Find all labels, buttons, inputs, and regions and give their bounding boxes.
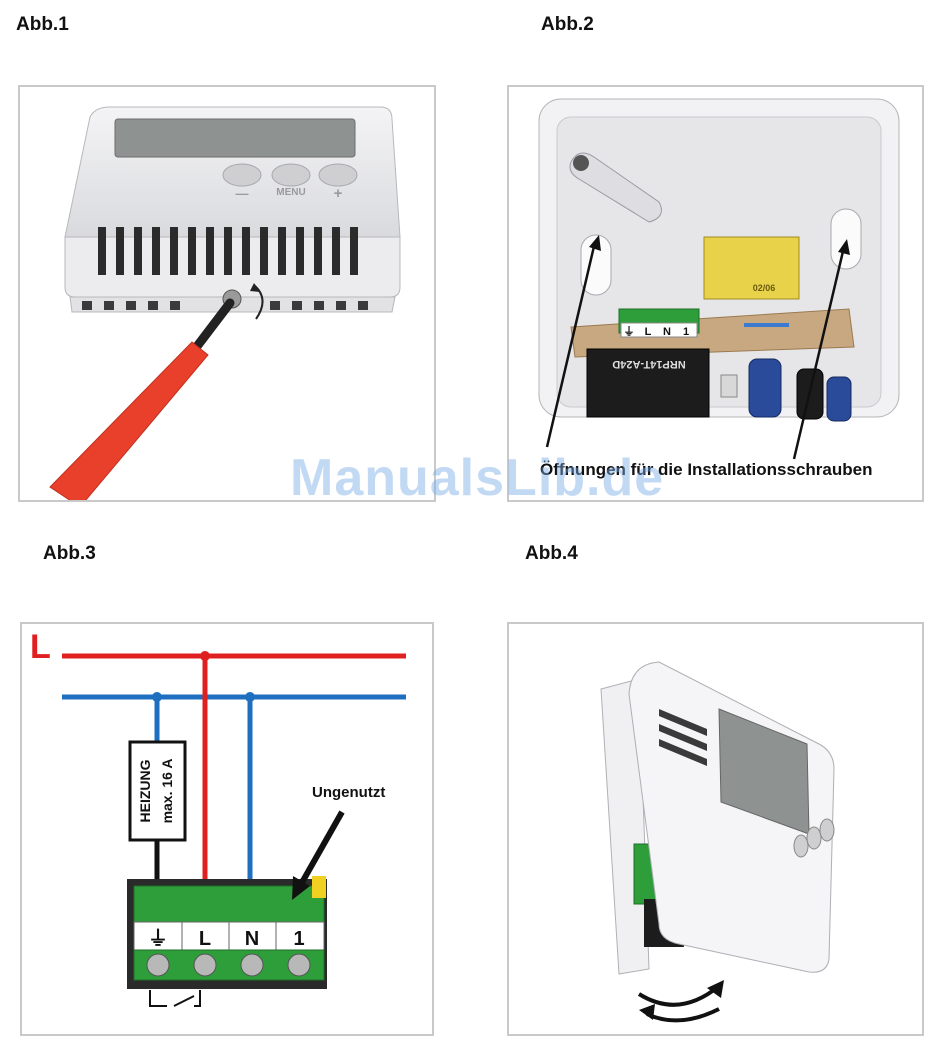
terminal-1: 1 (293, 928, 304, 950)
fig4-illustration (509, 624, 924, 1036)
minus-button-icon (223, 164, 261, 186)
screw-opening-right (831, 209, 861, 269)
vent-slots (98, 227, 358, 275)
line-L-label: L (30, 628, 51, 667)
fig2-terminal-N: N (663, 326, 671, 338)
cap-date: 02/06 (753, 283, 776, 293)
terminal-N: N (245, 928, 259, 950)
terminal-ground: ⏚ (148, 927, 168, 950)
fig4-frame (507, 622, 924, 1036)
heating-max-label: max. 16 A (159, 759, 175, 824)
capacitor-x2 (704, 237, 799, 299)
fig3-frame: HEIZUNG max. 16 A ⏚ L N 1 (20, 622, 434, 1036)
minus-label: — (236, 186, 249, 201)
rotate-arrow-down-icon (639, 1004, 655, 1020)
fig2-caption: Öffnungen für die Installationsschrauben (540, 460, 872, 480)
fig3-diagram: HEIZUNG max. 16 A ⏚ L N 1 (22, 624, 434, 1036)
relay-text: NRP14T-A24D (612, 358, 685, 370)
heating-label: HEIZUNG (137, 759, 153, 822)
fig2-terminal-ground: ⏚ (624, 325, 635, 338)
fig2-label: Abb.2 (541, 14, 594, 36)
fig1-label: Abb.1 (16, 14, 69, 36)
fig2-terminal-L: L (645, 326, 652, 338)
plus-button-icon (319, 164, 357, 186)
fig1-illustration: — MENU + (20, 87, 436, 502)
fig2-frame: 02/06 ⏚ L N 1 NRP14T-A24D (507, 85, 924, 502)
fig2-terminal-1: 1 (683, 326, 689, 338)
screwdriver-icon (50, 342, 208, 502)
terminal-L: L (199, 928, 211, 950)
fig4-label: Abb.4 (525, 543, 578, 565)
menu-button-icon (272, 164, 310, 186)
fig3-label: Abb.3 (43, 543, 96, 565)
fig2-illustration: 02/06 ⏚ L N 1 NRP14T-A24D (509, 87, 924, 502)
plus-label: + (334, 185, 343, 202)
menu-label: MENU (276, 187, 305, 198)
fig1-frame: — MENU + (18, 85, 436, 502)
switch-symbol-icon (150, 990, 200, 1006)
unused-label: Ungenutzt (312, 784, 385, 801)
